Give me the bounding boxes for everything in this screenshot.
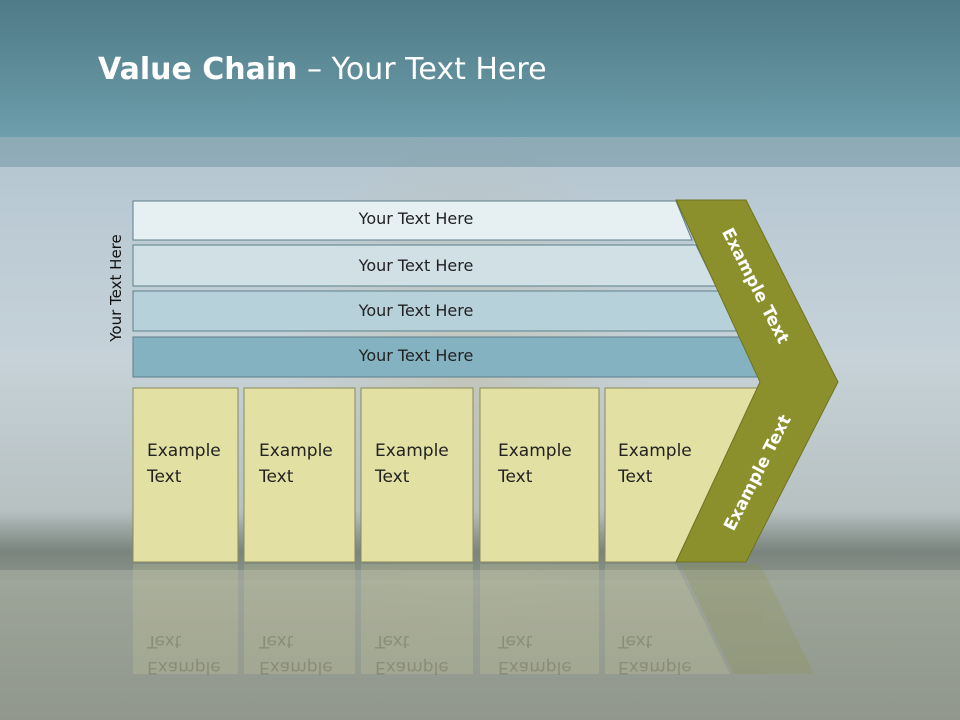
- row-label-3: Your Text Here: [358, 301, 474, 320]
- title-rest: – Your Text Here: [297, 52, 547, 87]
- cell-box-1: [132, 387, 239, 563]
- reflection-2-line2: Text: [259, 631, 294, 651]
- slide-title: Value Chain – Your Text Here: [98, 52, 547, 87]
- reflection-3-line2: Text: [375, 631, 410, 651]
- cell-box-4: [479, 387, 600, 563]
- cell-4-line2: Text: [498, 467, 533, 487]
- cell-box-3: [360, 387, 474, 563]
- reflection-3-line1: Example: [375, 657, 449, 677]
- cell-3-line2: Text: [375, 467, 410, 487]
- title-subband: [0, 137, 960, 167]
- cell-4-line1: Example: [498, 441, 572, 461]
- cell-box-2: [243, 387, 356, 563]
- reflection-text-3: Example Text: [375, 628, 471, 680]
- background-ground: [0, 570, 960, 720]
- cell-2-line2: Text: [259, 467, 294, 487]
- reflection-1-line2: Text: [147, 631, 182, 651]
- reflection-1-line1: Example: [147, 657, 221, 677]
- reflection-4-line2: Text: [498, 631, 533, 651]
- reflection: [133, 564, 814, 674]
- reflection-2-line1: Example: [259, 657, 333, 677]
- reflection-text-5: Example Text: [618, 628, 714, 680]
- reflection-text-1: Example Text: [147, 628, 243, 680]
- cell-3-line1: Example: [375, 441, 449, 461]
- reflection-5-line2: Text: [618, 631, 653, 651]
- row-band-1: [132, 200, 693, 241]
- cell-5-line1: Example: [618, 441, 692, 461]
- cell-2-line1: Example: [259, 441, 333, 461]
- cell-1-line1: Example: [147, 441, 221, 461]
- cell-5-line2: Text: [618, 467, 653, 487]
- reflection-5-line1: Example: [618, 657, 692, 677]
- cell-1-line2: Text: [147, 467, 182, 487]
- reflection-text-4: Example Text: [498, 628, 594, 680]
- reflection-4-line1: Example: [498, 657, 572, 677]
- row-label-4: Your Text Here: [358, 346, 474, 365]
- row-label-2: Your Text Here: [358, 256, 474, 275]
- row-label-1: Your Text Here: [358, 209, 474, 228]
- title-banner: [0, 0, 960, 137]
- title-bold: Value Chain: [98, 52, 298, 87]
- reflection-text-2: Example Text: [259, 628, 355, 680]
- value-chevron: [675, 199, 839, 563]
